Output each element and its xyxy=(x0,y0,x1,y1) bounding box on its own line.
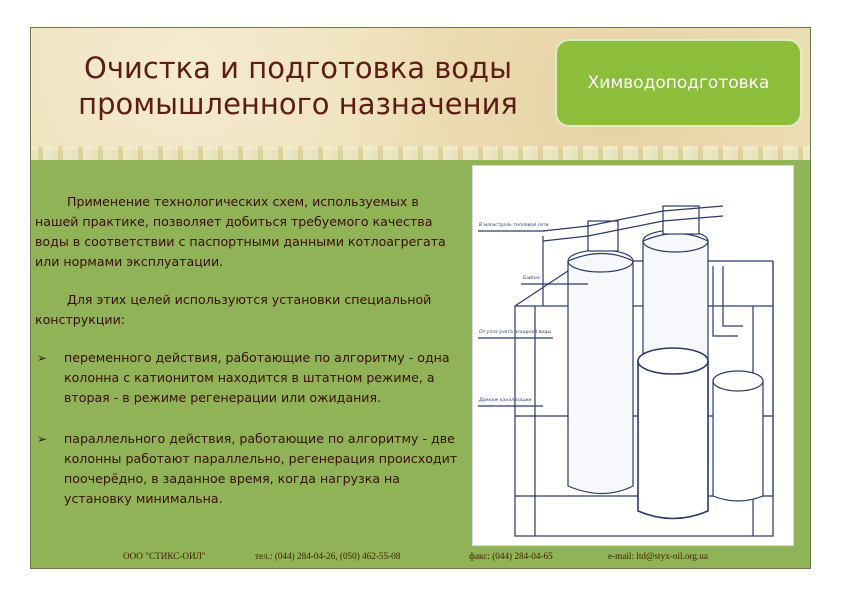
list-item: ➢ параллельного действия, работающие по … xyxy=(35,429,465,509)
title-line-1: Очистка и подготовка воды xyxy=(84,51,512,85)
diagram-label-1: В магистраль тепловой сети xyxy=(479,223,549,228)
water-treatment-unit-drawing xyxy=(478,205,774,537)
diagram-label-2: Байпас xyxy=(523,276,541,281)
diagram-label-4: Дренаж канализации xyxy=(479,398,532,403)
bullet-text-2: параллельного действия, работающие по ал… xyxy=(64,431,458,506)
slide: Очистка и подготовка воды промышленного … xyxy=(30,27,811,569)
footer-email: e-mail: ltd@styx-oil.org.ua xyxy=(608,551,708,561)
torn-edge-decoration xyxy=(31,146,810,160)
title-line-2: промышленного назначения xyxy=(78,87,518,121)
footer-fax: факс: (044) 284-04-65 xyxy=(469,551,553,561)
body-text: Применение технологических схем, использ… xyxy=(35,192,465,530)
footer: ООО "СТИКС-ОИЛ" тел.: (044) 284-04-26, (… xyxy=(31,548,810,568)
arrow-bullet-icon: ➢ xyxy=(37,432,48,446)
diagram-label-3: От узла учета исходной воды xyxy=(479,330,552,335)
footer-phone: тел.: (044) 284-04-26, (050) 462-55-08 xyxy=(255,551,401,561)
paragraph-1: Применение технологических схем, использ… xyxy=(35,194,446,269)
arrow-bullet-icon: ➢ xyxy=(37,351,48,365)
bullet-text-1: переменного действия, работающие по алго… xyxy=(64,350,450,405)
list-item: ➢ переменного действия, работающие по ал… xyxy=(35,348,465,408)
page-title: Очистка и подготовка воды промышленного … xyxy=(63,50,533,122)
section-badge: Химводоподготовка xyxy=(555,39,802,127)
footer-company: ООО "СТИКС-ОИЛ" xyxy=(123,551,206,561)
paragraph-2: Для этих целей используются установки сп… xyxy=(35,292,432,327)
equipment-diagram: В магистраль тепловой сети Байпас От узл… xyxy=(472,165,794,546)
